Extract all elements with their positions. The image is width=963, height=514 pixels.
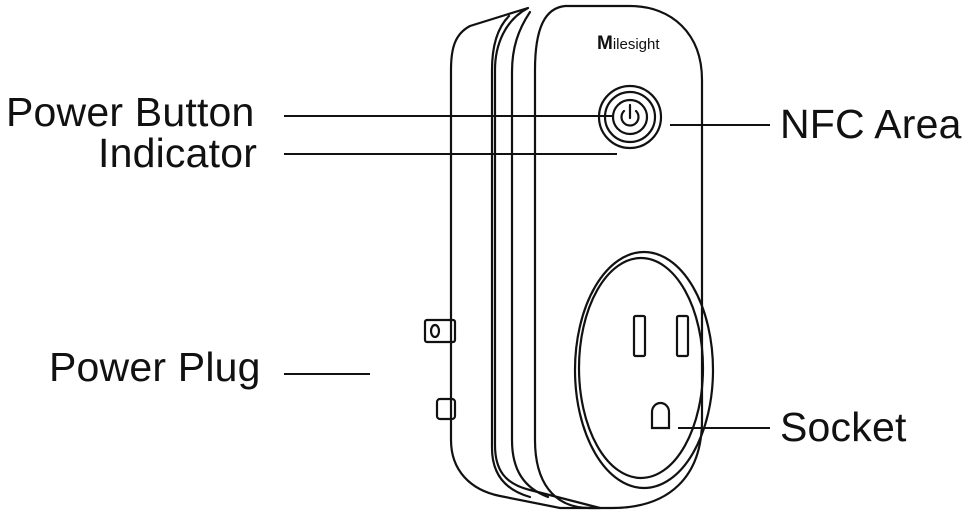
leader-nfc-area bbox=[670, 124, 770, 126]
socket-slot-right bbox=[675, 314, 690, 358]
indicator-ring bbox=[603, 90, 657, 144]
leader-power-plug bbox=[284, 373, 370, 375]
plug-prong-upper bbox=[423, 318, 457, 344]
plug-prong-lower bbox=[435, 397, 457, 421]
label-socket: Socket bbox=[780, 404, 907, 450]
plug-prong-upper-hole bbox=[429, 323, 441, 339]
label-power-button: Power Button bbox=[6, 89, 255, 135]
socket-faceplate-outer bbox=[573, 250, 715, 490]
leader-power-button bbox=[284, 115, 612, 117]
power-button-inner bbox=[611, 98, 649, 136]
front-face-outline bbox=[533, 4, 704, 510]
socket-ground-hole bbox=[650, 401, 671, 430]
socket-faceplate-inner bbox=[577, 256, 705, 480]
leader-socket bbox=[678, 427, 770, 429]
housing-inner-band bbox=[510, 10, 550, 499]
leader-indicator bbox=[284, 153, 617, 155]
label-nfc-area: NFC Area bbox=[780, 101, 962, 147]
label-power-plug: Power Plug bbox=[49, 344, 261, 390]
housing-side-band bbox=[490, 14, 532, 499]
milesight-logo: Milesight bbox=[597, 33, 660, 54]
label-indicator: Indicator bbox=[98, 130, 258, 176]
socket-slot-left bbox=[632, 314, 647, 358]
housing-back-outline bbox=[449, 6, 602, 510]
power-button-outer-ring bbox=[597, 84, 663, 150]
power-icon bbox=[620, 103, 640, 127]
